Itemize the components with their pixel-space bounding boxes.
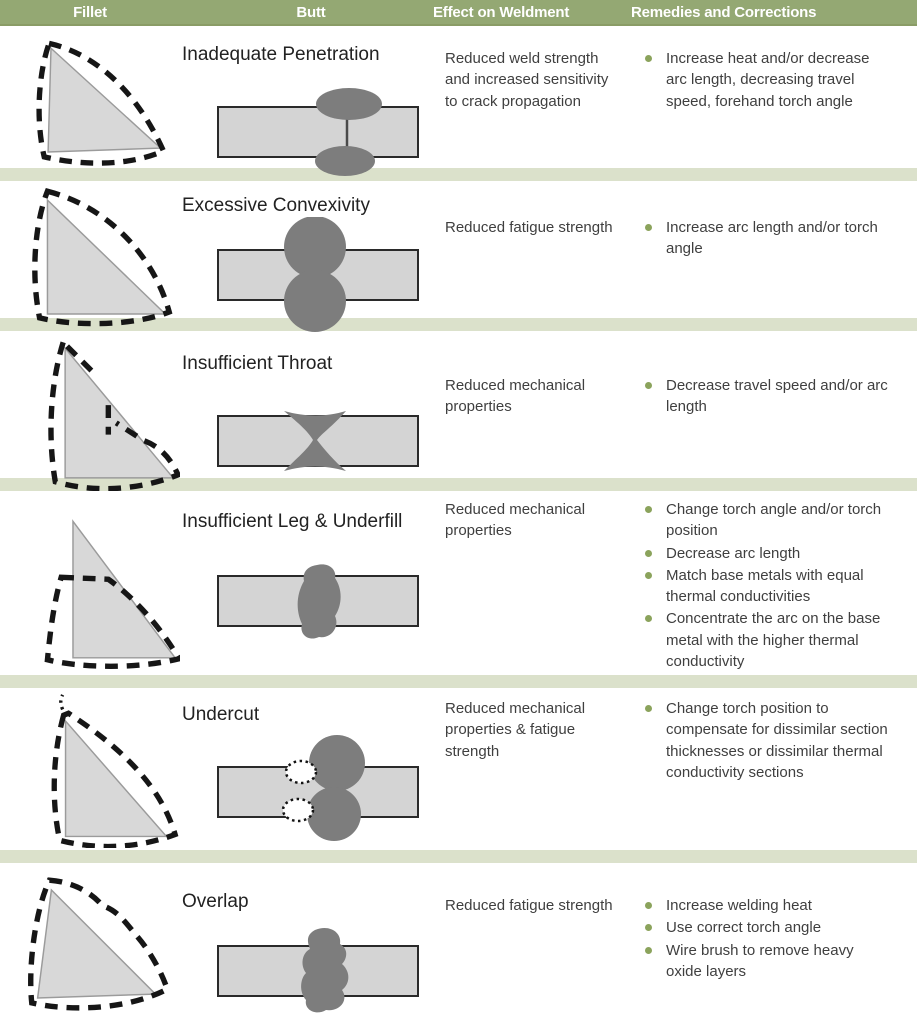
- effect-text: Reduced mechanical properties: [445, 377, 586, 416]
- remedy-text: Change torch angle and/or torch position: [666, 501, 882, 540]
- bullet-icon: [645, 946, 652, 954]
- row-separator: [0, 168, 917, 181]
- effect-text: Reduced mechanical properties: [445, 501, 586, 540]
- remedy-text: Change torch position to compensate for …: [666, 700, 888, 781]
- defect-row: Insufficient Leg & Underfill Reduced mec…: [0, 491, 917, 675]
- remedy-item: Increase heat and/or decrease arc length…: [645, 48, 917, 112]
- remedies-list: Decrease travel speed and/or arc length: [625, 331, 917, 503]
- header-col-remedies-and-corrections: Remedies and Corrections: [631, 3, 817, 21]
- row-separator: [0, 478, 917, 491]
- table-body: Inadequate Penetration Reduced weld stre…: [0, 26, 917, 1024]
- remedy-text: Wire brush to remove heavy oxide layers: [666, 941, 854, 980]
- remedies-list: Increase heat and/or decrease arc length…: [625, 26, 917, 194]
- bullet-icon: [645, 382, 652, 389]
- remedy-text: Increase arc length and/or torch angle: [666, 219, 878, 258]
- remedy-item: Increase welding heat: [645, 895, 917, 916]
- remedy-text: Increase welding heat: [666, 897, 812, 914]
- effect-text: Reduced fatigue strength: [445, 897, 613, 914]
- defect-title: Excessive Convexivity: [182, 195, 370, 216]
- butt-insufficient-throat-diagram: [216, 383, 430, 503]
- remedies-list: Change torch position to compensate for …: [625, 688, 917, 854]
- bullet-icon: [645, 705, 652, 712]
- remedy-item: Decrease travel speed and/or arc length: [645, 375, 917, 418]
- remedies-list: Increase arc length and/or torch angle: [625, 181, 917, 337]
- remedy-item: Match base metals with equal thermal con…: [645, 565, 917, 608]
- fillet-undercut-diagram: [0, 688, 180, 854]
- butt-insufficient-leg-underfill-diagram: [216, 543, 430, 663]
- row-separator: [0, 850, 917, 863]
- remedy-text: Increase heat and/or decrease arc length…: [666, 50, 870, 110]
- row-separator: [0, 675, 917, 688]
- defect-row: Overlap Reduced fatigue strength Increas…: [0, 863, 917, 1024]
- bullet-icon: [645, 506, 652, 513]
- defect-title: Undercut: [182, 704, 260, 725]
- remedy-item: Concentrate the arc on the base metal wi…: [645, 608, 917, 672]
- defect-title: Overlap: [182, 891, 249, 912]
- remedy-item: Change torch position to compensate for …: [645, 698, 917, 783]
- fillet-overlap-diagram: [0, 863, 180, 1024]
- remedy-text: Decrease arc length: [666, 544, 801, 562]
- defect-title: Insufficient Leg & Underfill: [182, 511, 403, 532]
- remedy-text: Concentrate the arc on the base metal wi…: [666, 610, 881, 671]
- remedy-text: Match base metals with equal thermal con…: [666, 566, 864, 606]
- remedy-text: Decrease travel speed and/or arc length: [666, 377, 888, 416]
- fillet-insufficient-throat-diagram: [0, 331, 180, 503]
- row-separator: [0, 318, 917, 331]
- butt-inadequate-penetration-diagram: [216, 74, 430, 194]
- bullet-icon: [645, 224, 652, 231]
- bullet-icon: [645, 615, 652, 623]
- remedy-item: Decrease arc length: [645, 543, 917, 564]
- defect-row: Inadequate Penetration Reduced weld stre…: [0, 26, 917, 176]
- effect-text: Reduced mechanical properties & fatigue …: [445, 700, 586, 760]
- butt-overlap-diagram: [216, 913, 430, 1024]
- remedies-list: Change torch angle and/or torch position…: [625, 491, 917, 675]
- defect-row: Undercut Reduced mechanical properties &…: [0, 688, 917, 850]
- header-col-fillet: Fillet: [73, 3, 107, 21]
- defect-row: Excessive Convexivity Reduced fatigue st…: [0, 181, 917, 332]
- remedy-item: Increase arc length and/or torch angle: [645, 217, 917, 260]
- effect-text: Reduced fatigue strength: [445, 219, 613, 236]
- remedy-text: Use correct torch angle: [666, 919, 822, 937]
- bullet-icon: [645, 549, 652, 557]
- defect-row: Insufficient Throat Reduced mechanical p…: [0, 331, 917, 491]
- bullet-icon: [645, 902, 652, 909]
- butt-excessive-convexivity-diagram: [216, 216, 430, 337]
- remedy-item: Change torch angle and/or torch position: [645, 499, 917, 542]
- remedy-item: Wire brush to remove heavy oxide layers: [645, 940, 917, 983]
- butt-undercut-diagram: [216, 734, 430, 854]
- fillet-insufficient-leg-underfill-diagram: [0, 491, 180, 675]
- defect-title: Inadequate Penetration: [182, 44, 380, 65]
- defect-title: Insufficient Throat: [182, 353, 333, 374]
- header-col-effect-on-weldment: Effect on Weldment: [433, 3, 570, 21]
- table-header-row: Fillet Butt Effect on Weldment Remedies …: [0, 0, 917, 26]
- bullet-icon: [645, 55, 652, 62]
- bullet-icon: [645, 571, 652, 579]
- fillet-inadequate-penetration-diagram: [0, 26, 180, 194]
- bullet-icon: [645, 924, 652, 932]
- effect-text: Reduced weld strength and increased sens…: [445, 50, 609, 110]
- header-col-butt: Butt: [296, 3, 326, 21]
- fillet-excessive-convexivity-diagram: [0, 181, 180, 337]
- remedy-item: Use correct torch angle: [645, 917, 917, 938]
